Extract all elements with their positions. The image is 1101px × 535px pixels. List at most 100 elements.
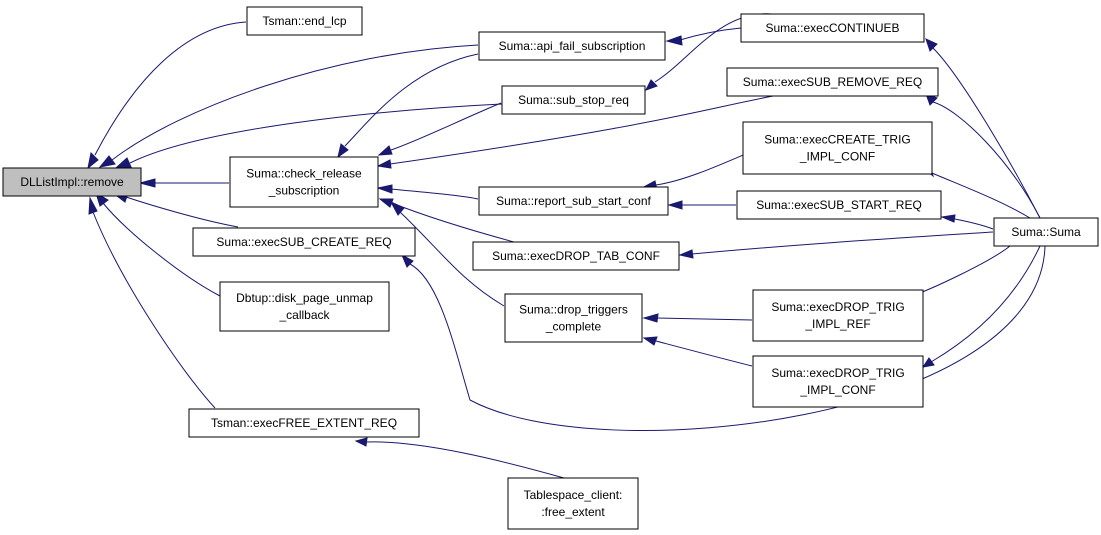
node-sub-remove[interactable]: Suma::execSUB_REMOVE_REQ xyxy=(726,67,939,97)
node-drop-trig-ref[interactable]: Suma::execDROP_TRIG_IMPL_REF xyxy=(752,289,924,342)
node-box[interactable] xyxy=(246,6,363,36)
call-edge-20 xyxy=(932,47,1041,219)
node-suma[interactable]: Suma::Suma xyxy=(993,217,1099,247)
call-edge-25 xyxy=(930,245,1041,363)
node-box[interactable] xyxy=(478,31,666,61)
node-stop-req[interactable]: Suma::sub_stop_req xyxy=(501,85,646,115)
node-sub-start[interactable]: Suma::execSUB_START_REQ xyxy=(736,190,942,220)
arrowhead-25 xyxy=(921,357,935,368)
arrowhead-20 xyxy=(925,38,938,52)
arrowhead-12 xyxy=(389,200,405,216)
node-label: Suma::drop_triggers xyxy=(519,303,628,317)
node-label: _IMPL_CONF xyxy=(799,150,875,164)
call-edge-22 xyxy=(931,172,1031,219)
node-box[interactable] xyxy=(2,167,142,197)
call-edge-8 xyxy=(390,102,502,151)
arrowhead-26 xyxy=(400,253,414,268)
node-root[interactable]: DLListImpl::remove xyxy=(2,167,142,197)
node-report[interactable]: Suma::report_sub_start_conf xyxy=(478,186,669,216)
node-box[interactable] xyxy=(742,121,933,175)
arrowhead-13 xyxy=(665,35,683,46)
call-edge-21 xyxy=(932,101,1041,219)
node-box[interactable] xyxy=(192,227,416,257)
call-edge-19 xyxy=(691,231,994,255)
node-end-lcp[interactable]: Tsman::end_lcp xyxy=(246,6,363,36)
node-check-release[interactable]: Suma::check_release_subscription xyxy=(229,156,379,208)
node-box[interactable] xyxy=(507,477,639,530)
node-label: Suma::sub_stop_req xyxy=(518,93,629,107)
node-label: Suma::api_fail_subscription xyxy=(499,39,646,53)
node-box[interactable] xyxy=(726,67,939,97)
node-label: DLListImpl::remove xyxy=(20,175,124,189)
call-edge-26 xyxy=(409,245,1046,432)
call-edge-24 xyxy=(908,245,1011,298)
call-edge-1 xyxy=(111,44,479,161)
call-edge-5 xyxy=(102,202,221,297)
arrowhead-6 xyxy=(88,196,98,215)
node-box[interactable] xyxy=(736,190,942,220)
node-box[interactable] xyxy=(504,293,643,343)
arrowhead-23 xyxy=(940,214,956,223)
arrowhead-18 xyxy=(642,336,658,346)
node-box[interactable] xyxy=(219,281,390,332)
call-edge-9 xyxy=(389,95,774,165)
node-cont[interactable]: Suma::execCONTINUEB xyxy=(740,13,925,43)
node-box[interactable] xyxy=(993,217,1099,247)
call-edge-4 xyxy=(125,196,239,228)
nodes: DLListImpl::remove Tsman::end_lcpSuma::ap… xyxy=(2,6,1099,530)
node-create-trig[interactable]: Suma::execCREATE_TRIG_IMPL_CONF xyxy=(742,121,933,175)
call-edge-0 xyxy=(94,21,247,156)
arrowhead-3 xyxy=(138,178,156,188)
node-label: Tablespace_client: xyxy=(524,488,623,502)
node-sub-create[interactable]: Suma::execSUB_CREATE_REQ xyxy=(192,227,416,257)
node-label: Dbtup::disk_page_unmap xyxy=(236,291,373,305)
node-box[interactable] xyxy=(501,85,646,115)
node-drop-trig-complete[interactable]: Suma::drop_triggers_complete xyxy=(504,293,643,343)
node-drop-trig-conf[interactable]: Suma::execDROP_TRIG_IMPL_CONF xyxy=(752,355,924,408)
arrowhead-16 xyxy=(667,200,683,210)
call-edge-6 xyxy=(92,211,216,409)
call-edge-2 xyxy=(129,103,503,164)
node-drop-tab[interactable]: Suma::execDROP_TAB_CONF xyxy=(472,241,680,271)
node-label: Tsman::end_lcp xyxy=(262,14,346,28)
node-box[interactable] xyxy=(478,186,669,216)
call-edge-17 xyxy=(656,317,753,321)
call-edge-7 xyxy=(344,53,479,147)
node-label: :free_extent xyxy=(541,505,605,519)
arrowhead-17 xyxy=(642,313,659,323)
node-ts-client[interactable]: Tablespace_client::free_extent xyxy=(507,477,639,530)
arrowhead-9 xyxy=(376,159,392,169)
node-box[interactable] xyxy=(752,289,924,342)
node-label: _complete xyxy=(545,320,602,334)
call-edge-13 xyxy=(679,27,742,41)
node-box[interactable] xyxy=(229,156,379,208)
arrowhead-1 xyxy=(98,155,116,168)
node-label: Suma::execSUB_REMOVE_REQ xyxy=(743,75,922,89)
call-edge-18 xyxy=(655,340,753,367)
node-label: Suma::execSUB_CREATE_REQ xyxy=(216,235,391,249)
arrowhead-19 xyxy=(678,249,694,259)
call-edge-27 xyxy=(365,441,565,479)
call-edge-10 xyxy=(390,188,479,200)
node-api-fail[interactable]: Suma::api_fail_subscription xyxy=(478,31,666,61)
node-label: _subscription xyxy=(268,184,340,198)
node-dbtup[interactable]: Dbtup::disk_page_unmap_callback xyxy=(219,281,390,332)
node-label: Suma::report_sub_start_conf xyxy=(496,194,651,208)
arrowhead-10 xyxy=(376,184,393,194)
node-box[interactable] xyxy=(188,408,420,438)
call-edge-12 xyxy=(399,211,505,307)
arrowhead-0 xyxy=(87,151,99,170)
node-box[interactable] xyxy=(752,355,924,408)
node-label: Suma::execSUB_START_REQ xyxy=(756,198,922,212)
arrowhead-7 xyxy=(337,143,349,159)
node-label: Suma::execCONTINUEB xyxy=(765,21,899,35)
node-box[interactable] xyxy=(740,13,925,43)
node-label: Suma::execDROP_TRIG xyxy=(771,300,904,314)
arrowhead-2 xyxy=(115,157,132,168)
node-free-extent[interactable]: Tsman::execFREE_EXTENT_REQ xyxy=(188,408,420,438)
node-box[interactable] xyxy=(472,241,680,271)
node-label: Suma::execCREATE_TRIG xyxy=(764,133,910,147)
arrowhead-27 xyxy=(354,437,368,447)
node-label: _callback xyxy=(278,308,330,322)
